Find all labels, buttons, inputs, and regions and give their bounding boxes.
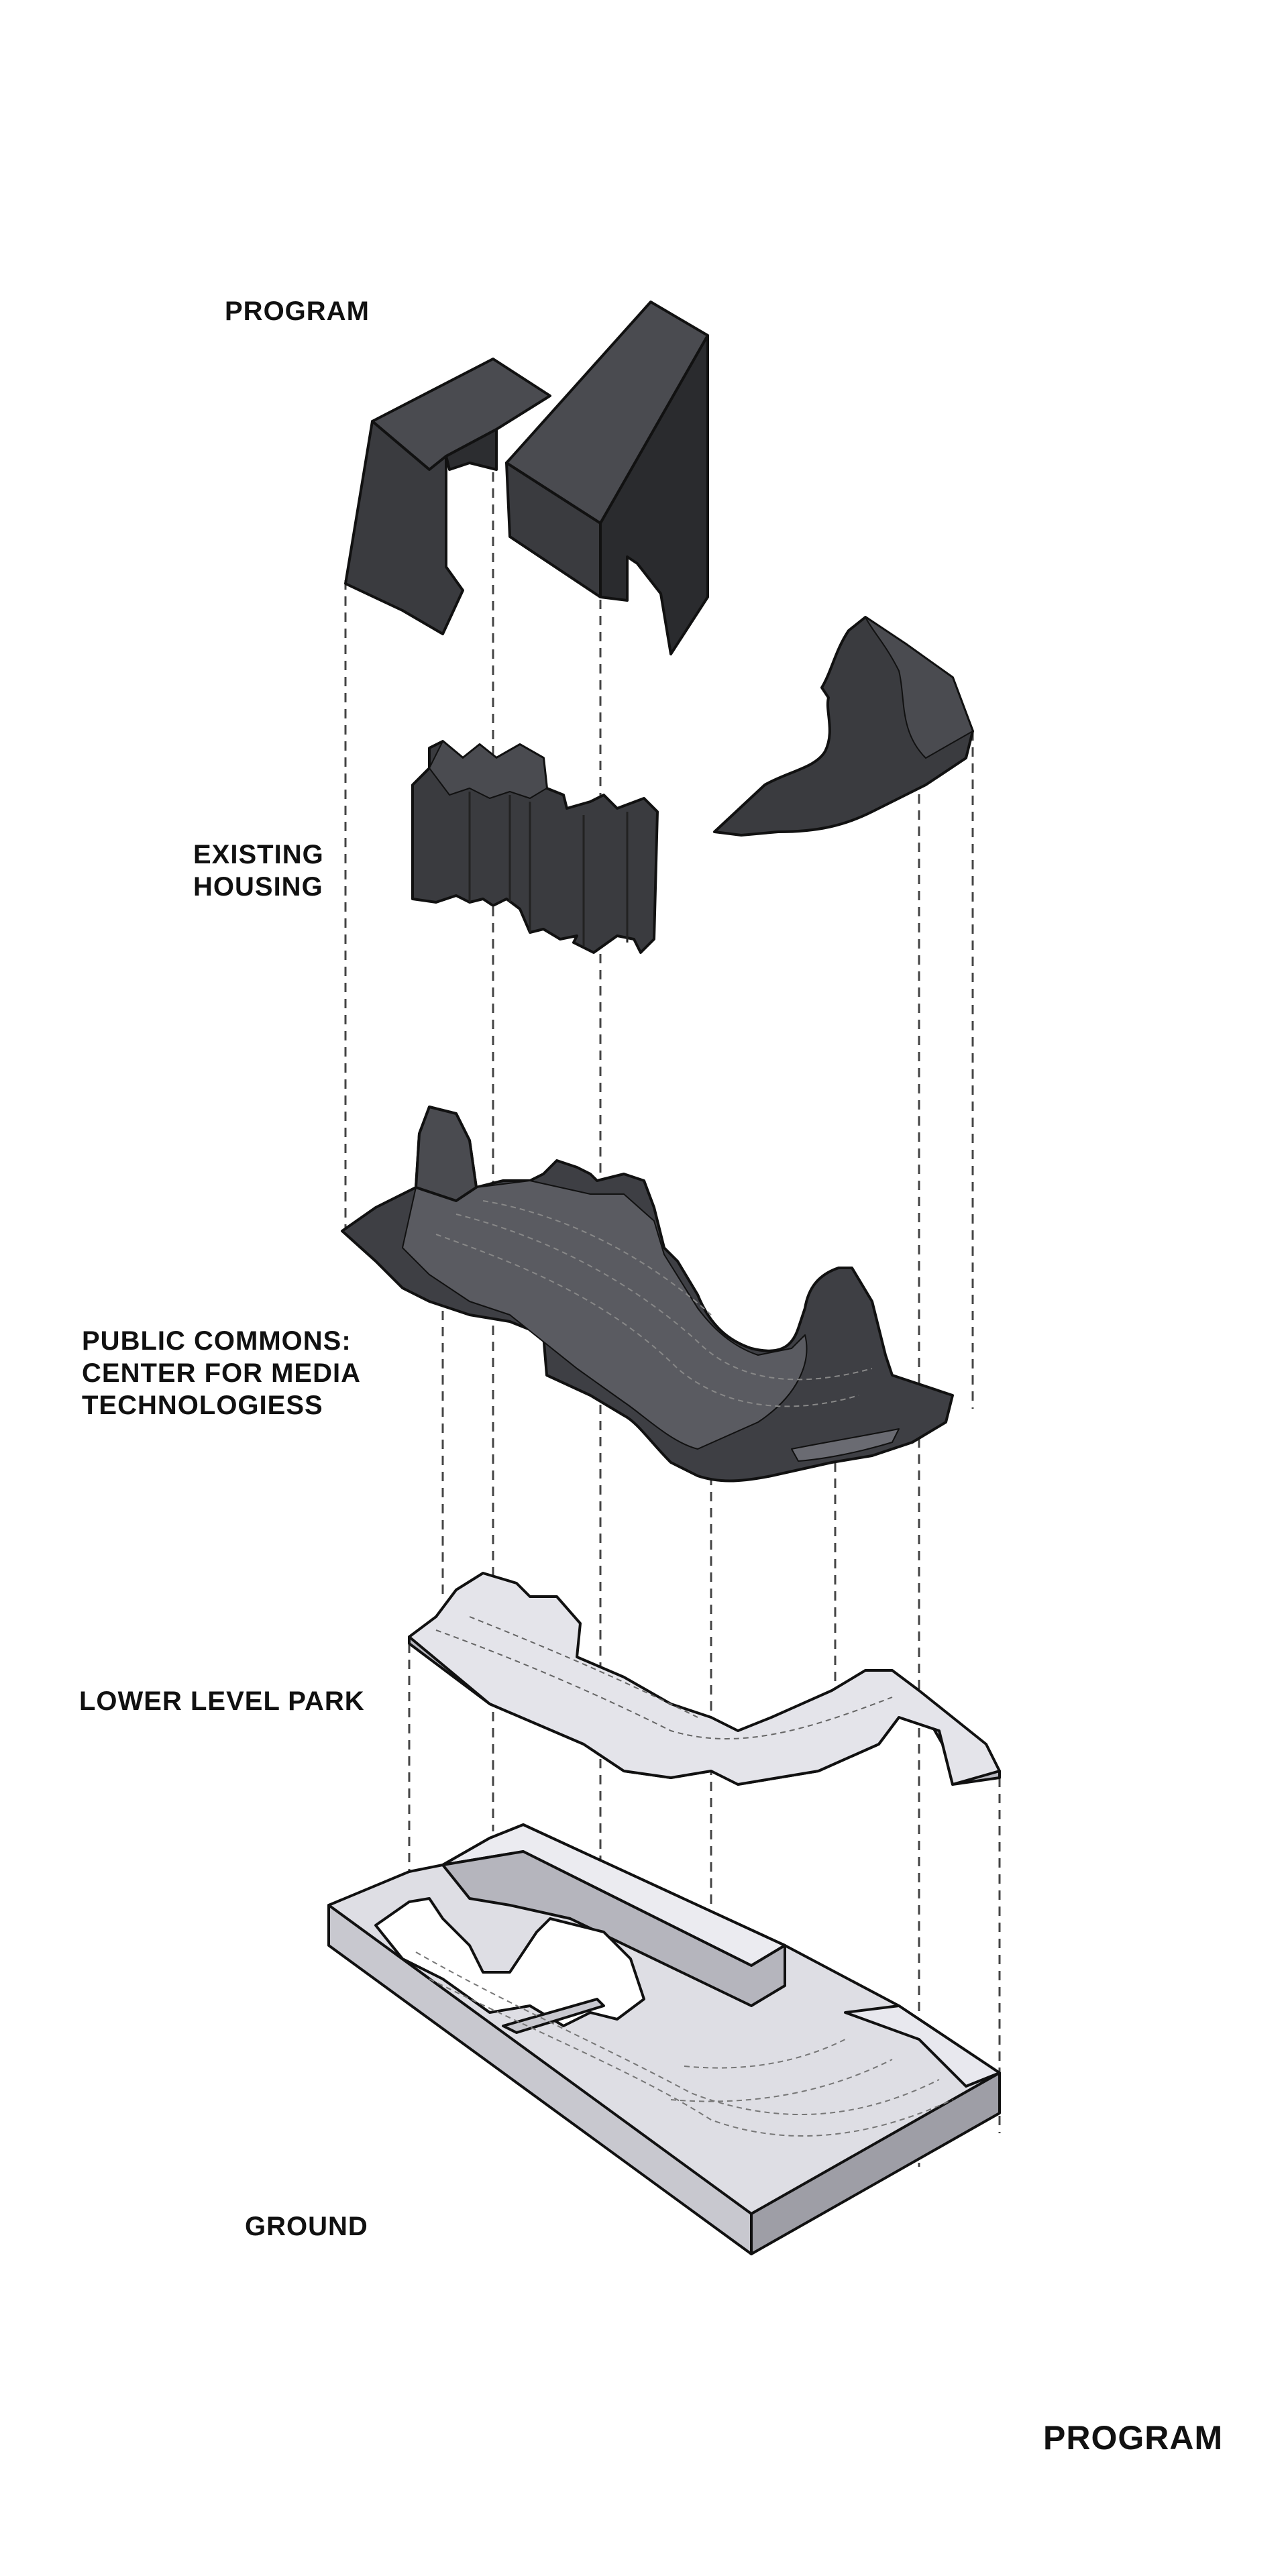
program-mass-left-side — [445, 428, 498, 471]
housing-facade-lines — [468, 792, 629, 946]
commons-mass-tower — [415, 1106, 478, 1202]
label-existing-housing: EXISTING HOUSING — [193, 839, 324, 903]
program-mass-right-side — [599, 334, 709, 655]
ground-block-side — [441, 1850, 786, 2007]
lower-level-park-mass — [408, 1572, 1001, 1786]
label-ground: GROUND — [245, 2210, 368, 2243]
label-ground-line: GROUND — [245, 2212, 368, 2241]
ground-ledge — [844, 2004, 1001, 2088]
ground-contour-lines — [415, 1951, 953, 2137]
ground-slab-front-right — [750, 2072, 1001, 2255]
label-public-commons-line: PUBLIC COMMONS: — [82, 1326, 352, 1356]
label-lower-level-park: LOWER LEVEL PARK — [79, 1685, 365, 1717]
commons-mass-inner-light — [791, 1428, 900, 1462]
label-lower-level-park-line: LOWER LEVEL PARK — [79, 1686, 365, 1716]
sheet-title: PROGRAM — [1043, 2419, 1224, 2457]
label-existing-housing-line: HOUSING — [193, 872, 323, 902]
ground-courtyard-cutout — [374, 1897, 645, 2027]
public-commons-mass — [341, 1106, 954, 1483]
label-public-commons: PUBLIC COMMONS: CENTER FOR MEDIA TECHNOL… — [82, 1325, 361, 1421]
ground-mass — [327, 1823, 1001, 2255]
commons-mass-top-surface — [402, 1180, 808, 1450]
ground-ramp — [502, 1998, 605, 2034]
label-public-commons-line: CENTER FOR MEDIA — [82, 1358, 361, 1388]
commons-contour-lines — [435, 1200, 873, 1407]
label-public-commons-line: TECHNOLOGIESS — [82, 1391, 323, 1420]
existing-housing-masses — [411, 740, 659, 954]
label-program: PROGRAM — [225, 295, 370, 327]
housing-block-top — [429, 741, 547, 799]
program-layer-masses — [344, 301, 974, 837]
program-mass-curved-top — [865, 616, 973, 759]
label-existing-housing-line: EXISTING — [193, 840, 324, 869]
park-contour-lines — [435, 1616, 893, 1739]
park-mass-top — [408, 1572, 1001, 1786]
program-mass-left-front — [344, 420, 464, 635]
label-program-line: PROGRAM — [225, 297, 370, 326]
